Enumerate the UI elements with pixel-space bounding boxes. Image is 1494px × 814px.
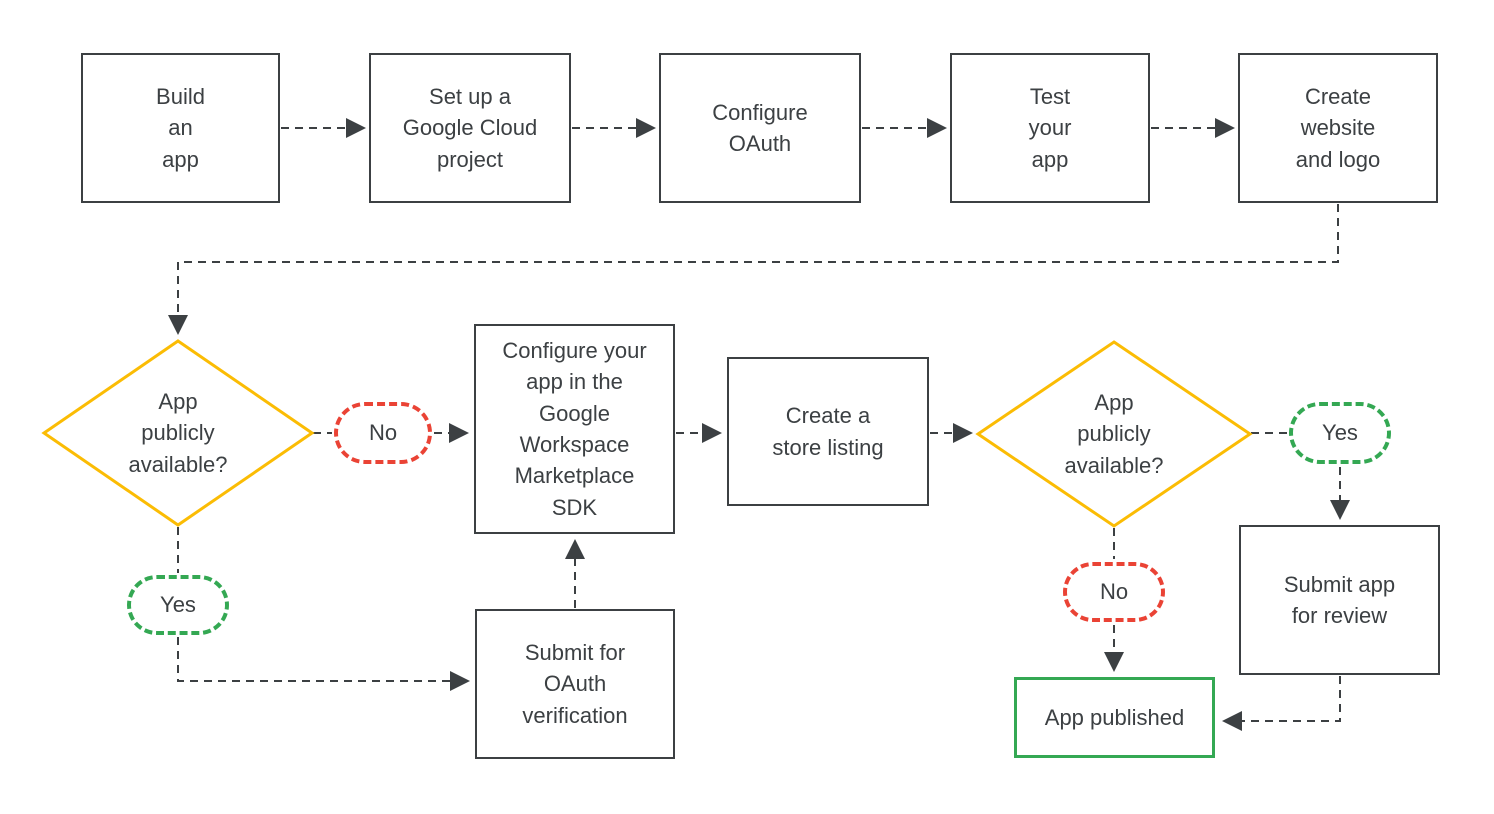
step-setup-google-cloud-project-label: Set up a Google Cloud project [402,83,538,172]
decision2-label: App publicly available? [1064,389,1164,478]
step-create-store-listing: Create a store listing [727,357,929,506]
decision1-app-publicly-available: App publicly available? [73,375,283,491]
edge-yes1-to-submit-oauth [177,637,470,691]
branch-yes-1: Yes [127,575,229,635]
branch-no-1: No [334,402,432,464]
step-submit-app-for-review-label: Submit app for review [1283,571,1396,628]
step-setup-google-cloud-project: Set up a Google Cloud project [369,53,571,203]
decision1-label: App publicly available? [128,388,228,477]
step-configure-marketplace-sdk-label: Configure your app in the Google Workspa… [502,337,647,520]
step-create-website-and-logo: Create website and logo [1238,53,1438,203]
decision2-app-publicly-available: App publicly available? [1009,376,1219,492]
branch-yes-2: Yes [1289,402,1391,464]
decision1-diamond [41,339,315,527]
decision2-diamond [975,340,1253,528]
step-submit-app-for-review: Submit app for review [1239,525,1440,675]
step-build-app-label: Build an app [156,83,205,172]
step-build-app: Build an app [81,53,280,203]
branch-no-2: No [1063,562,1165,622]
branch-no-2-label: No [1099,579,1129,604]
step-configure-marketplace-sdk: Configure your app in the Google Workspa… [474,324,675,534]
branch-no-1-label: No [368,420,398,445]
edge-submit-review-to-published [1222,676,1341,731]
step-create-store-listing-label: Create a store listing [772,403,884,460]
step-submit-oauth-verification-label: Submit for OAuth verification [522,639,628,728]
branch-yes-1-label: Yes [160,592,196,617]
edge-website-to-decision1 [168,204,1339,335]
terminal-app-published-label: App published [1044,704,1185,730]
step-test-your-app-label: Test your app [1028,83,1072,172]
terminal-app-published: App published [1014,677,1215,758]
step-test-your-app: Test your app [950,53,1150,203]
step-configure-oauth-label: Configure OAuth [712,99,808,156]
branch-yes-2-label: Yes [1322,420,1358,445]
step-configure-oauth: Configure OAuth [659,53,861,203]
step-submit-oauth-verification: Submit for OAuth verification [475,609,675,759]
step-create-website-and-logo-label: Create website and logo [1295,83,1381,172]
